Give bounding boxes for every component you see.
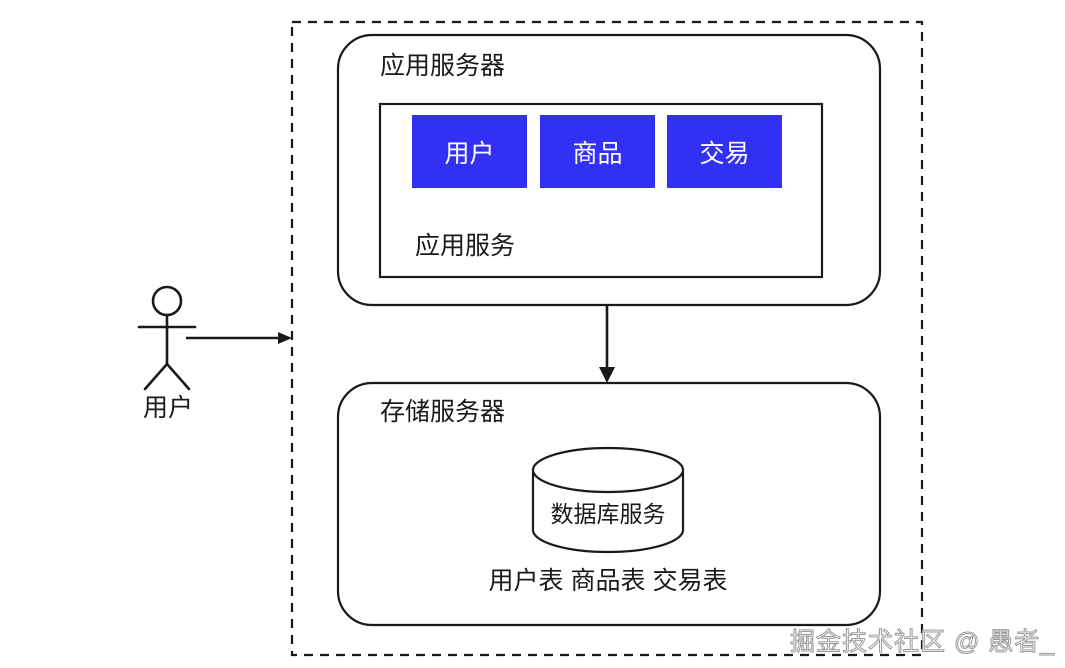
- module-box-user[interactable]: 用户: [412, 115, 527, 188]
- actor-stick-figure-icon: [137, 285, 197, 391]
- module-box-transaction[interactable]: 交易: [667, 115, 782, 188]
- app-service-label: 应用服务: [415, 232, 516, 260]
- system-boundary: [290, 20, 924, 657]
- module-box-product[interactable]: 商品: [540, 115, 655, 188]
- watermark: 掘金技术社区 @ 愚者_: [789, 628, 1056, 657]
- app-to-storage-arrow: [599, 305, 615, 383]
- module-box-user-label: 用户: [444, 139, 495, 168]
- actor-label: 用户: [142, 394, 193, 422]
- database-cylinder-icon: [531, 446, 685, 554]
- database-service-label: 数据库服务: [550, 501, 666, 527]
- actor-to-system-arrow: [186, 332, 292, 344]
- module-box-product-label: 商品: [572, 139, 623, 168]
- module-box-transaction-label: 交易: [699, 139, 750, 168]
- storage-tables-label: 用户表 商品表 交易表: [488, 567, 728, 595]
- app-server-title: 应用服务器: [380, 52, 506, 80]
- storage-server-title: 存储服务器: [380, 398, 506, 426]
